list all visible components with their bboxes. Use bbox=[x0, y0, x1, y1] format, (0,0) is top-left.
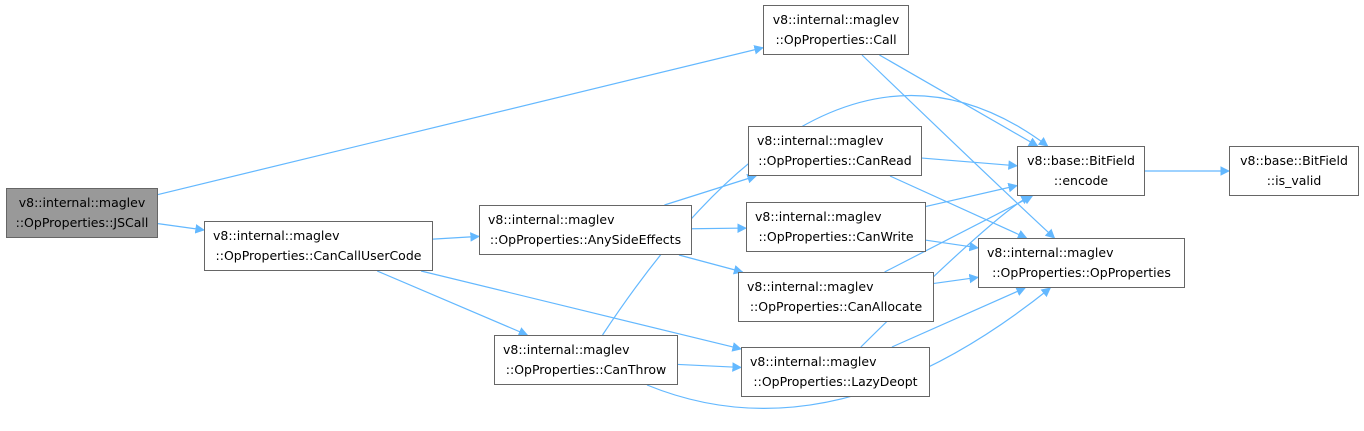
node-canthrow-method: ::OpProperties::CanThrow bbox=[505, 362, 667, 377]
node-cancallusercode-method: ::OpProperties::CanCallUserCode bbox=[215, 248, 422, 263]
node-anysideeffects-namespace: v8::internal::maglev bbox=[488, 212, 615, 227]
node-isvalid-method: ::is_valid bbox=[1266, 173, 1322, 188]
edge-anysideeffects-to-canallocate bbox=[678, 254, 744, 275]
edge-canallocate-to-opproperties bbox=[933, 273, 979, 285]
edge-canallocate-to-encode bbox=[884, 195, 1034, 273]
node-canallocate[interactable]: v8::internal::maglev ::OpProperties::Can… bbox=[738, 272, 934, 322]
edge-lazydeopt-to-opproperties bbox=[891, 287, 1026, 348]
node-cancallusercode-namespace: v8::internal::maglev bbox=[213, 228, 340, 243]
node-canwrite-method: ::OpProperties::CanWrite bbox=[758, 229, 914, 244]
node-call-method: ::OpProperties::Call bbox=[775, 32, 897, 47]
node-canthrow-namespace: v8::internal::maglev bbox=[503, 342, 630, 357]
node-jscall-namespace: v8::internal::maglev bbox=[18, 195, 146, 210]
node-encode-namespace: v8::base::BitField bbox=[1027, 153, 1135, 168]
node-opproperties-namespace: v8::internal::maglev bbox=[987, 245, 1114, 260]
edge-anysideeffects-to-canwrite bbox=[691, 223, 747, 233]
edge-call-to-encode bbox=[879, 54, 1039, 147]
node-call[interactable]: v8::internal::maglev ::OpProperties::Cal… bbox=[763, 5, 909, 55]
edge-canthrow-to-lazydeopt bbox=[677, 362, 742, 372]
edge-anysideeffects-to-canread bbox=[664, 174, 757, 206]
node-encode-method: ::encode bbox=[1053, 173, 1109, 188]
node-call-namespace: v8::internal::maglev bbox=[772, 12, 900, 27]
edge-jscall-to-cancallusercode bbox=[157, 223, 205, 234]
node-lazydeopt-method: ::OpProperties::LazyDeopt bbox=[753, 374, 918, 389]
node-anysideeffects[interactable]: v8::internal::maglev ::OpProperties::Any… bbox=[479, 205, 692, 255]
edge-cancallusercode-to-lazydeopt bbox=[420, 270, 742, 352]
edge-call-to-opproperties bbox=[861, 54, 1056, 239]
node-opproperties-method: ::OpProperties::OpProperties bbox=[992, 265, 1171, 280]
edge-cancallusercode-to-anysideeffects bbox=[432, 232, 480, 242]
node-encode[interactable]: v8::base::BitField ::encode bbox=[1017, 146, 1145, 196]
node-canwrite[interactable]: v8::internal::maglev ::OpProperties::Can… bbox=[746, 202, 926, 252]
edge-cancallusercode-to-canthrow bbox=[376, 270, 529, 337]
node-lazydeopt[interactable]: v8::internal::maglev ::OpProperties::Laz… bbox=[741, 347, 930, 397]
node-jscall-method: ::OpProperties::JSCall bbox=[15, 215, 149, 230]
node-jscall: v8::internal::maglev ::OpProperties::JSC… bbox=[6, 188, 158, 238]
node-lazydeopt-namespace: v8::internal::maglev bbox=[750, 354, 877, 369]
node-canread-namespace: v8::internal::maglev bbox=[757, 133, 884, 148]
node-isvalid-namespace: v8::base::BitField bbox=[1240, 153, 1348, 168]
node-canallocate-method: ::OpProperties::CanAllocate bbox=[749, 299, 923, 314]
edge-canwrite-to-opproperties bbox=[925, 239, 979, 252]
node-isvalid[interactable]: v8::base::BitField ::is_valid bbox=[1229, 146, 1359, 196]
edge-canread-to-encode bbox=[921, 157, 1018, 170]
node-canread[interactable]: v8::internal::maglev ::OpProperties::Can… bbox=[748, 126, 922, 176]
node-canthrow[interactable]: v8::internal::maglev ::OpProperties::Can… bbox=[494, 335, 678, 385]
node-canread-method: ::OpProperties::CanRead bbox=[758, 153, 912, 168]
node-canallocate-namespace: v8::internal::maglev bbox=[747, 279, 874, 294]
node-cancallusercode[interactable]: v8::internal::maglev ::OpProperties::Can… bbox=[204, 221, 433, 271]
edge-jscall-to-call bbox=[157, 45, 764, 196]
edge-canthrow-to-opproperties bbox=[646, 287, 1052, 409]
node-canwrite-namespace: v8::internal::maglev bbox=[755, 209, 882, 224]
node-opproperties[interactable]: v8::internal::maglev ::OpProperties::OpP… bbox=[978, 238, 1185, 288]
edge-canread-to-opproperties bbox=[889, 175, 1028, 239]
edge-canwrite-to-encode bbox=[925, 182, 1018, 208]
node-anysideeffects-method: ::OpProperties::AnySideEffects bbox=[489, 232, 682, 247]
